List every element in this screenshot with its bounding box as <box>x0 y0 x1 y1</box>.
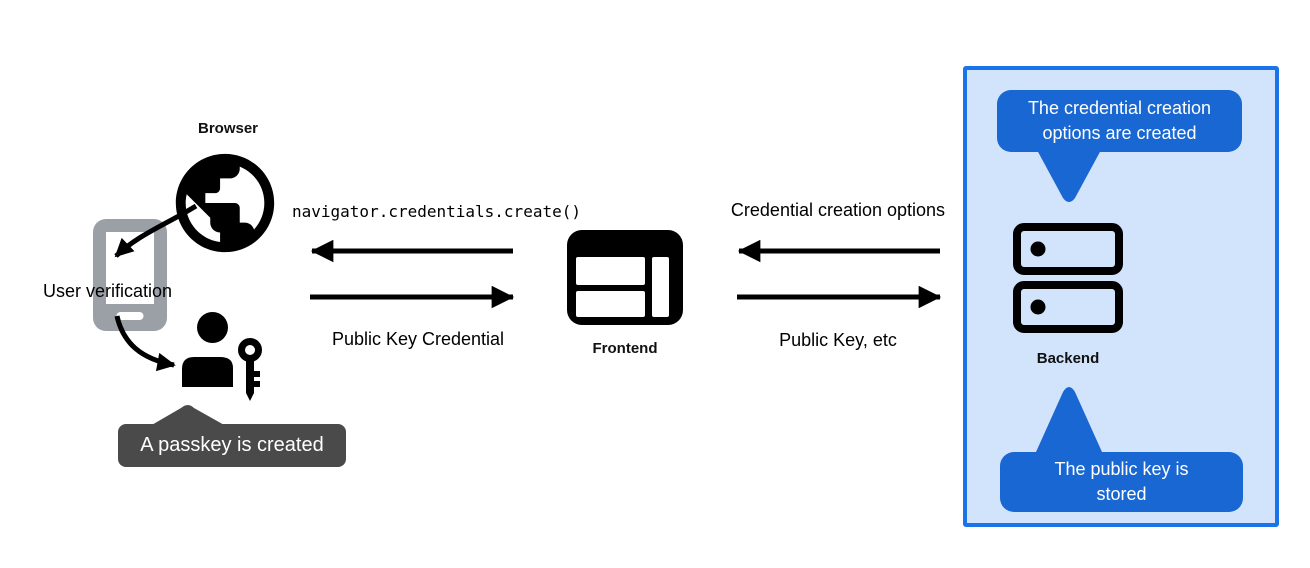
arrow-device-to-user <box>114 315 176 372</box>
public-key-stored-callout: The public key is stored <box>1000 452 1243 512</box>
arrow-browser-to-device <box>114 203 198 258</box>
backend-panel: The credential creation options are crea… <box>963 66 1279 527</box>
backend-label: Backend <box>1036 350 1100 367</box>
callout-pointer-down <box>1037 150 1101 208</box>
callout-pointer-up <box>1036 382 1102 452</box>
globe-icon <box>166 144 284 262</box>
passkey-created-tooltip: A passkey is created <box>118 424 346 467</box>
public-key-etc-label: Public Key, etc <box>779 330 897 350</box>
frontend-label: Frontend <box>592 340 658 357</box>
credential-options-created-callout: The credential creation options are crea… <box>997 90 1242 152</box>
browser-label: Browser <box>197 120 259 137</box>
person-with-key-icon <box>180 306 264 402</box>
navigator-credentials-create-label: navigator.credentials.create() <box>292 202 581 221</box>
user-verification-label: User verification <box>43 281 173 301</box>
credential-creation-options-label: Credential creation options <box>730 200 946 220</box>
browser-window-icon <box>567 230 683 325</box>
tooltip-pointer-up <box>150 402 226 426</box>
server-stack-icon <box>1013 223 1123 339</box>
public-key-credential-label: Public Key Credential <box>331 329 505 349</box>
